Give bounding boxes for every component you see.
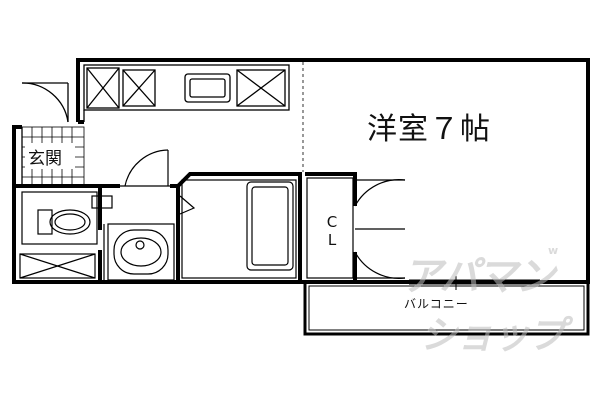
kitchen [83, 64, 290, 122]
balcony [303, 282, 590, 336]
exterior-walls [12, 58, 590, 284]
bath-door [179, 195, 196, 215]
interior-walls [14, 172, 357, 282]
genkan-label-bg [25, 143, 75, 169]
watermark-line2: ショップ [420, 313, 566, 357]
bathtub [181, 179, 297, 279]
closet [306, 177, 406, 279]
washroom-door [120, 149, 170, 187]
watermark-mark: w [548, 244, 559, 257]
toilet [21, 191, 113, 245]
closet-label: C L [326, 213, 338, 249]
wash-basin [103, 223, 175, 281]
storage-box [19, 253, 96, 279]
entrance-door [21, 82, 69, 186]
room-label-closet: C L [323, 213, 341, 249]
watermark-line1: アパマン [402, 254, 555, 300]
room-label-main: 洋室７帖 [367, 112, 491, 147]
room-label-entrance: 玄関 [28, 149, 62, 169]
room-label-balcony: バルコニー [404, 297, 469, 311]
window [409, 276, 540, 290]
